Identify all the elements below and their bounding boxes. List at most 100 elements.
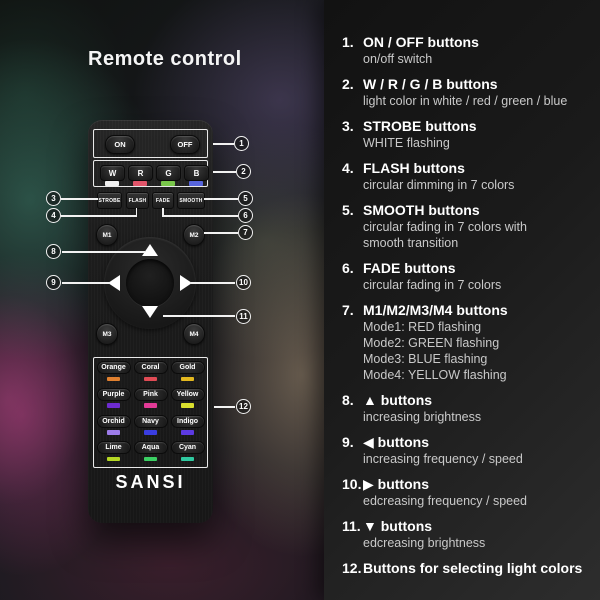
legend-item-6: 6. FADE buttons circular fading in 7 colo… (342, 260, 594, 293)
legend-number: 5. (342, 202, 354, 218)
wrgb-section-outline: W R G B (93, 160, 209, 187)
callout-line-1 (213, 143, 234, 145)
legend-title: FLASH buttons (363, 160, 465, 176)
legend-title: ▲ buttons (363, 392, 433, 408)
color-section-outline (93, 357, 208, 468)
callout-badge-5: 5 (238, 191, 253, 206)
lime-swatch (107, 456, 120, 462)
legend-desc: increasing brightness (363, 410, 482, 424)
callout-badge-11: 11 (236, 309, 251, 324)
green-swatch (160, 181, 175, 186)
legend-number: 1. (342, 34, 354, 50)
legend-title: ▶ buttons (363, 476, 429, 492)
legend-desc: circular fading in 7 colors (363, 278, 502, 292)
callout-line-7 (204, 232, 238, 234)
m1-button: M1 (96, 224, 118, 246)
color-button-cyan: Cyan (170, 441, 205, 455)
callout-badge-6: 6 (238, 208, 253, 223)
callout-badge-9: 9 (46, 275, 61, 290)
legend-desc: circular fading in 7 colors with smooth … (363, 220, 527, 250)
callout-line-6 (162, 215, 238, 217)
legend-title: FADE buttons (363, 260, 456, 276)
red-swatch (132, 181, 147, 186)
remote-control: ON OFF W R G B STROBE FLASH FADE SMOOTH … (88, 120, 213, 523)
callout-badge-2: 2 (236, 164, 251, 179)
callout-line-8 (62, 251, 145, 253)
left-arrow-icon (108, 275, 120, 291)
red-channel-button: R (128, 165, 153, 181)
legend-item-5: 5. SMOOTH buttons circular fading in 7 co… (342, 202, 594, 251)
color-button-lime: Lime (96, 441, 131, 455)
navy-swatch (144, 430, 157, 435)
color-button-orange: Orange (96, 361, 131, 374)
right-arrow-icon (180, 275, 192, 291)
white-swatch (104, 181, 119, 186)
legend-desc: Mode1: RED flashing Mode2: GREEN flashin… (363, 320, 507, 382)
legend-number: 7. (342, 302, 354, 318)
legend-number: 12. (342, 560, 362, 576)
legend-number: 10. (342, 476, 362, 492)
blue-swatch (188, 181, 203, 186)
orchid-swatch (107, 430, 120, 435)
legend-desc: edcreasing frequency / speed (363, 494, 527, 508)
legend-number: 8. (342, 392, 354, 408)
legend-desc: WHITE flashing (363, 136, 450, 150)
callout-line-5 (204, 198, 238, 200)
legend-title: ◀ buttons (363, 434, 429, 450)
callout-line-9 (62, 282, 110, 284)
callout-badge-12: 12 (236, 399, 251, 414)
legend-title: ▼ buttons (363, 518, 433, 534)
legend-item-9: 9. ◀ buttons increasing frequency / speed (342, 434, 594, 467)
callout-line-2 (213, 171, 236, 173)
down-arrow-icon (142, 306, 158, 318)
coral-swatch (144, 376, 157, 381)
brand-logo: SANSI (115, 472, 186, 492)
legend-number: 6. (342, 260, 354, 276)
legend-desc: increasing frequency / speed (363, 452, 523, 466)
legend-number: 9. (342, 434, 354, 450)
purple-swatch (107, 403, 120, 408)
legend-item-12: 12. Buttons for selecting light colors (342, 560, 594, 577)
color-button-navy: Navy (133, 414, 168, 428)
m3-button: M3 (96, 323, 118, 345)
up-arrow-icon (142, 244, 158, 256)
legend-desc: light color in white / red / green / blu… (363, 94, 568, 108)
callout-line-10 (191, 282, 235, 284)
off-button: OFF (170, 135, 200, 154)
gold-swatch (181, 376, 194, 381)
on-button: ON (105, 135, 135, 154)
callout-line-6-elbow (162, 208, 164, 217)
legend-title: SMOOTH buttons (363, 202, 480, 218)
blue-channel-button: B (184, 165, 209, 181)
cyan-swatch (181, 456, 194, 462)
color-button-gold: Gold (170, 361, 205, 374)
callout-badge-3: 3 (46, 191, 61, 206)
callout-line-3 (61, 198, 98, 200)
color-button-grid: Orange Coral Gold Purple Pink Yellow Orc… (93, 357, 208, 468)
legend-title: Buttons for selecting light colors (363, 560, 583, 576)
legend-desc: on/off switch (363, 52, 433, 66)
callout-badge-4: 4 (46, 208, 61, 223)
orange-swatch (107, 376, 120, 381)
callout-badge-10: 10 (236, 275, 251, 290)
legend-item-8: 8. ▲ buttons increasing brightness (342, 392, 594, 425)
color-button-yellow: Yellow (170, 387, 205, 401)
legend-title: M1/M2/M3/M4 buttons (363, 302, 508, 318)
flash-button: FLASH (126, 192, 149, 209)
legend-title: STROBE buttons (363, 118, 477, 134)
callout-badge-8: 8 (46, 244, 61, 259)
callout-badge-1: 1 (234, 136, 249, 151)
legend-title: W / R / G / B buttons (363, 76, 498, 92)
color-button-purple: Purple (96, 387, 131, 401)
pink-swatch (144, 403, 157, 408)
callout-line-4 (61, 215, 137, 217)
callout-badge-7: 7 (238, 225, 253, 240)
page-title: Remote control (88, 48, 242, 70)
